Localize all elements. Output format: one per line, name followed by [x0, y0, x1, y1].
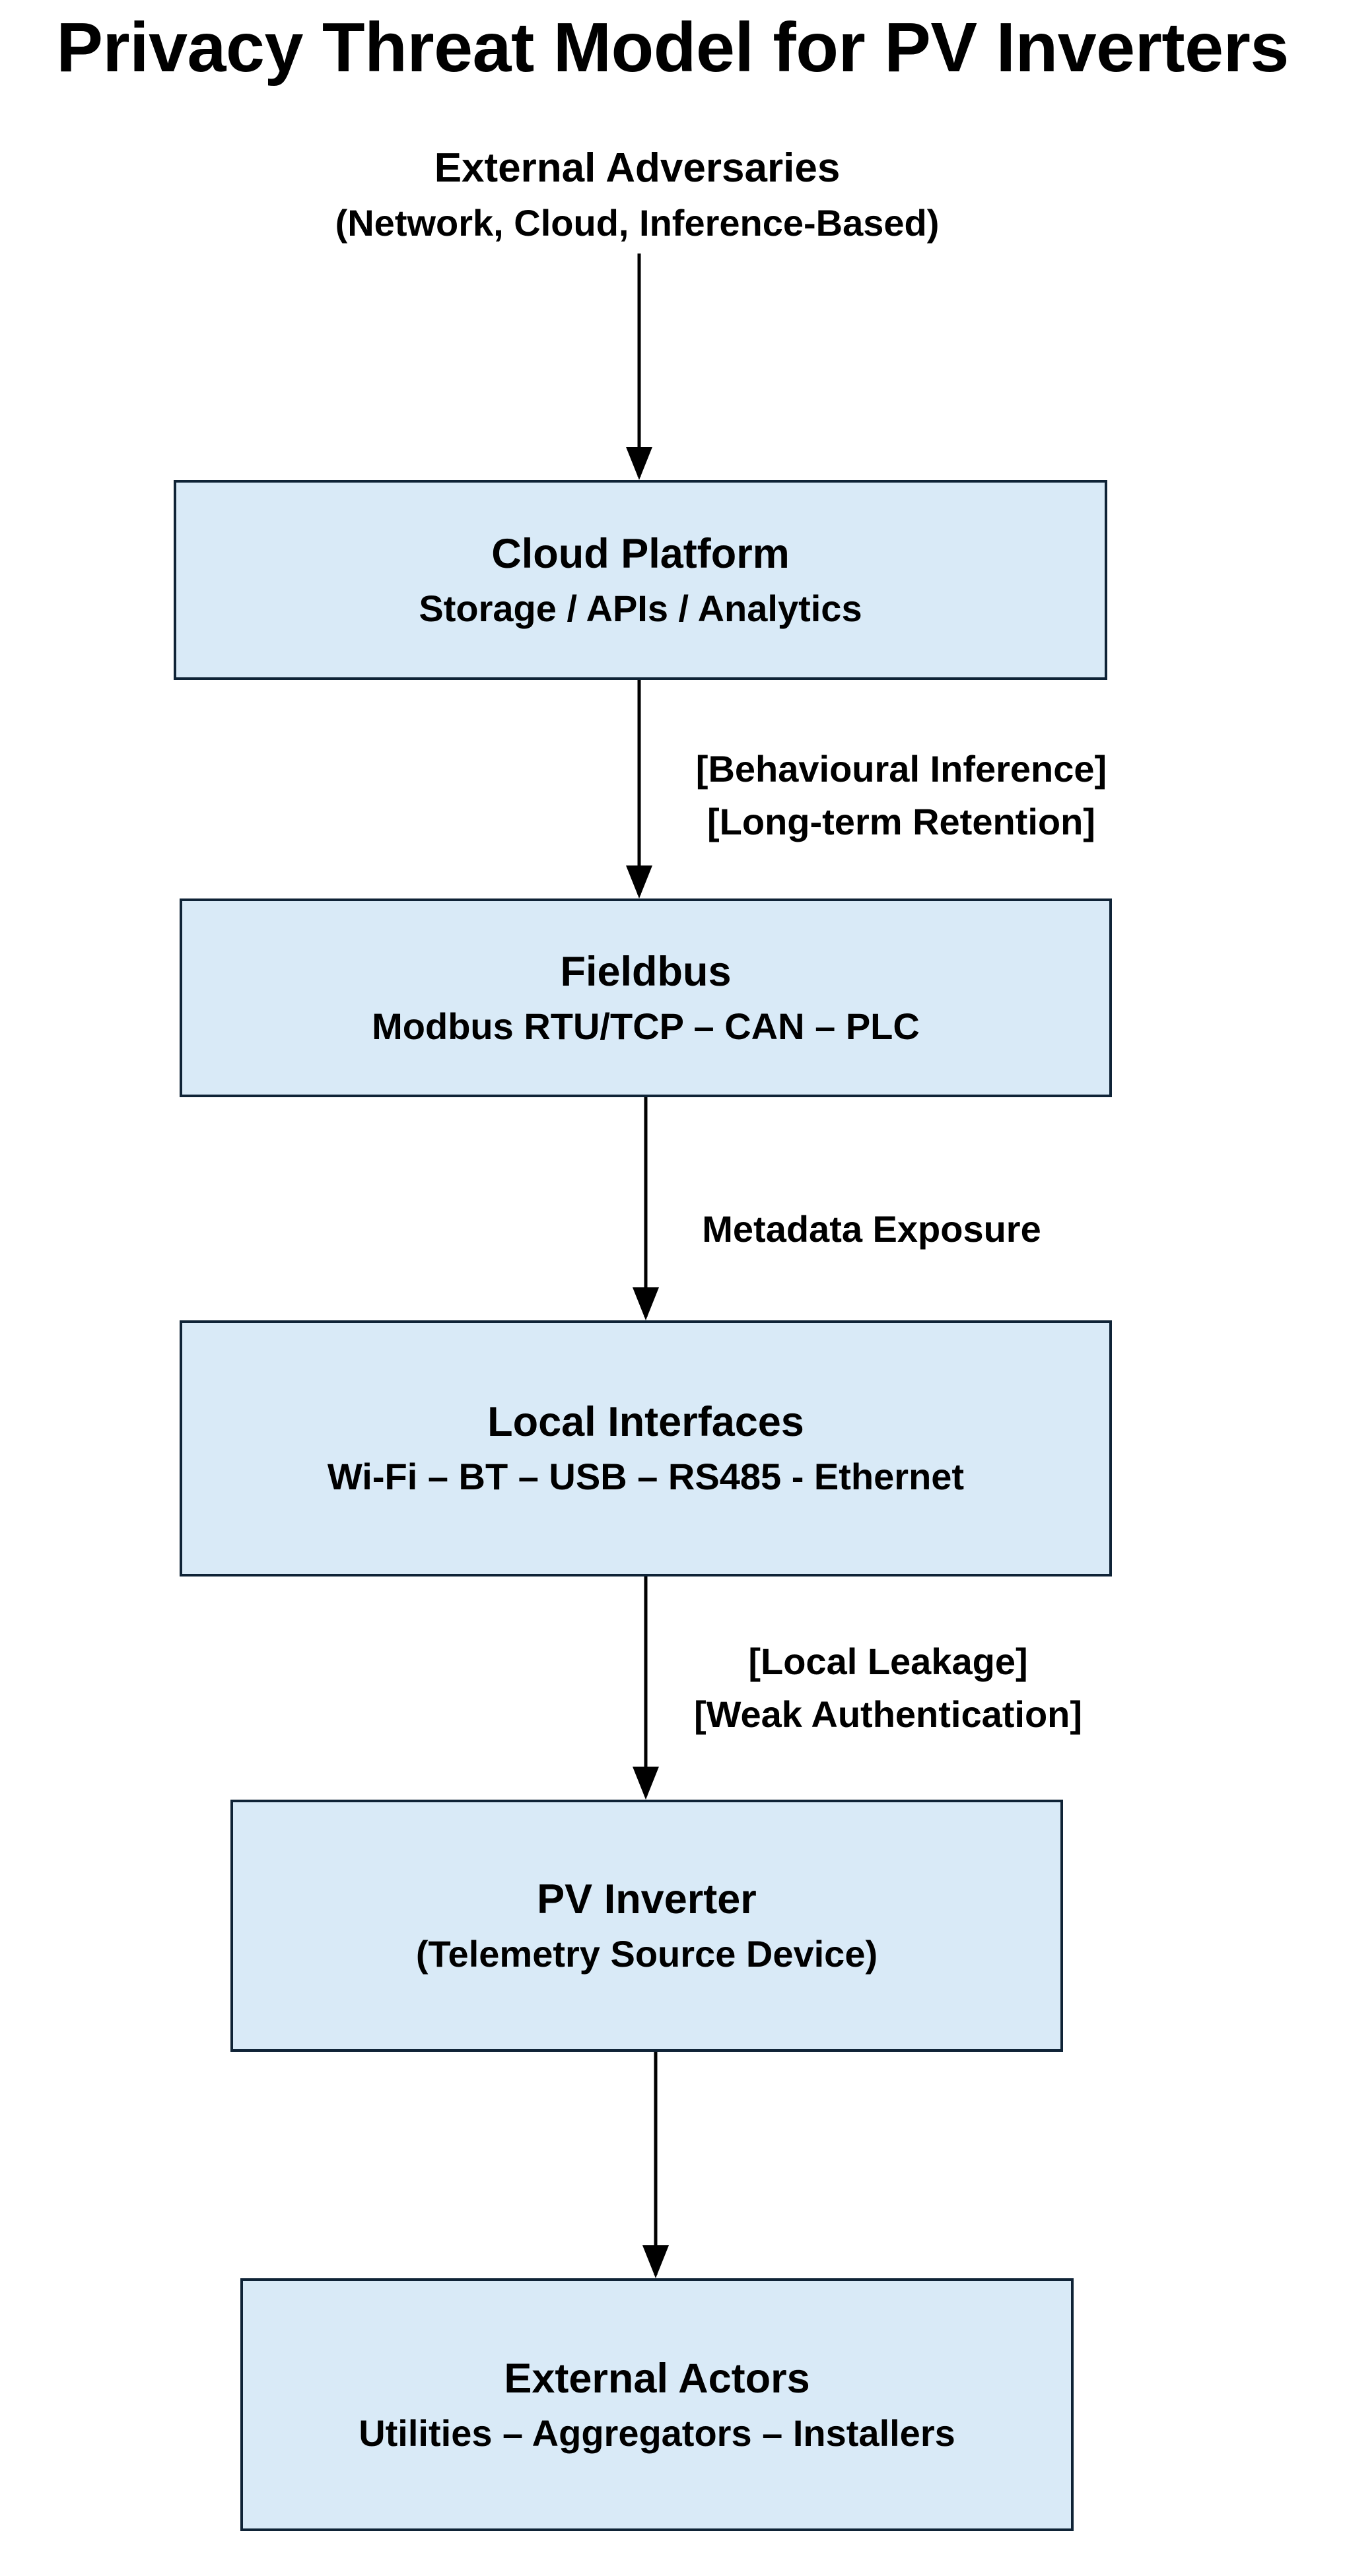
cloud-platform-title: Cloud Platform — [491, 530, 790, 577]
edge-label-cloud-fieldbus: [Behavioural Inference] [Long-term Reten… — [654, 743, 1149, 848]
edge-label-line: [Local Leakage] — [748, 1641, 1028, 1682]
fieldbus-title: Fieldbus — [560, 948, 732, 995]
external-adversaries-source: External Adversaries (Network, Cloud, In… — [218, 140, 1056, 250]
edge-label-fieldbus-local: Metadata Exposure — [660, 1203, 1083, 1256]
fieldbus-subtitle: Modbus RTU/TCP – CAN – PLC — [372, 1005, 920, 1047]
edge-label-line: [Long-term Retention] — [707, 801, 1095, 842]
local-interfaces-title: Local Interfaces — [487, 1399, 804, 1445]
pv-inverter-subtitle: (Telemetry Source Device) — [415, 1933, 878, 1975]
source-detail: (Network, Cloud, Inference-Based) — [335, 202, 940, 244]
local-interfaces-subtitle: Wi-Fi – BT – USB – RS485 - Ethernet — [327, 1456, 965, 1497]
external-actors-subtitle: Utilities – Aggregators – Installers — [359, 2412, 955, 2454]
external-actors-title: External Actors — [504, 2355, 810, 2402]
node-fieldbus: Fieldbus Modbus RTU/TCP – CAN – PLC — [180, 898, 1112, 1097]
edge-label-line: [Behavioural Inference] — [695, 748, 1107, 790]
cloud-platform-subtitle: Storage / APIs / Analytics — [419, 587, 862, 629]
node-cloud-platform: Cloud Platform Storage / APIs / Analytic… — [174, 480, 1107, 680]
edge-label-line: [Weak Authentication] — [693, 1693, 1083, 1735]
source-name: External Adversaries — [434, 145, 841, 191]
edge-label-local-inverter: [Local Leakage] [Weak Authentication] — [654, 1635, 1122, 1741]
node-external-actors: External Actors Utilities – Aggregators … — [240, 2278, 1074, 2531]
node-local-interfaces: Local Interfaces Wi-Fi – BT – USB – RS48… — [180, 1320, 1112, 1576]
node-pv-inverter: PV Inverter (Telemetry Source Device) — [230, 1800, 1063, 2052]
pv-inverter-title: PV Inverter — [537, 1876, 757, 1922]
diagram-title: Privacy Threat Model for PV Inverters — [56, 9, 1289, 86]
edge-label-line: Metadata Exposure — [702, 1208, 1041, 1250]
